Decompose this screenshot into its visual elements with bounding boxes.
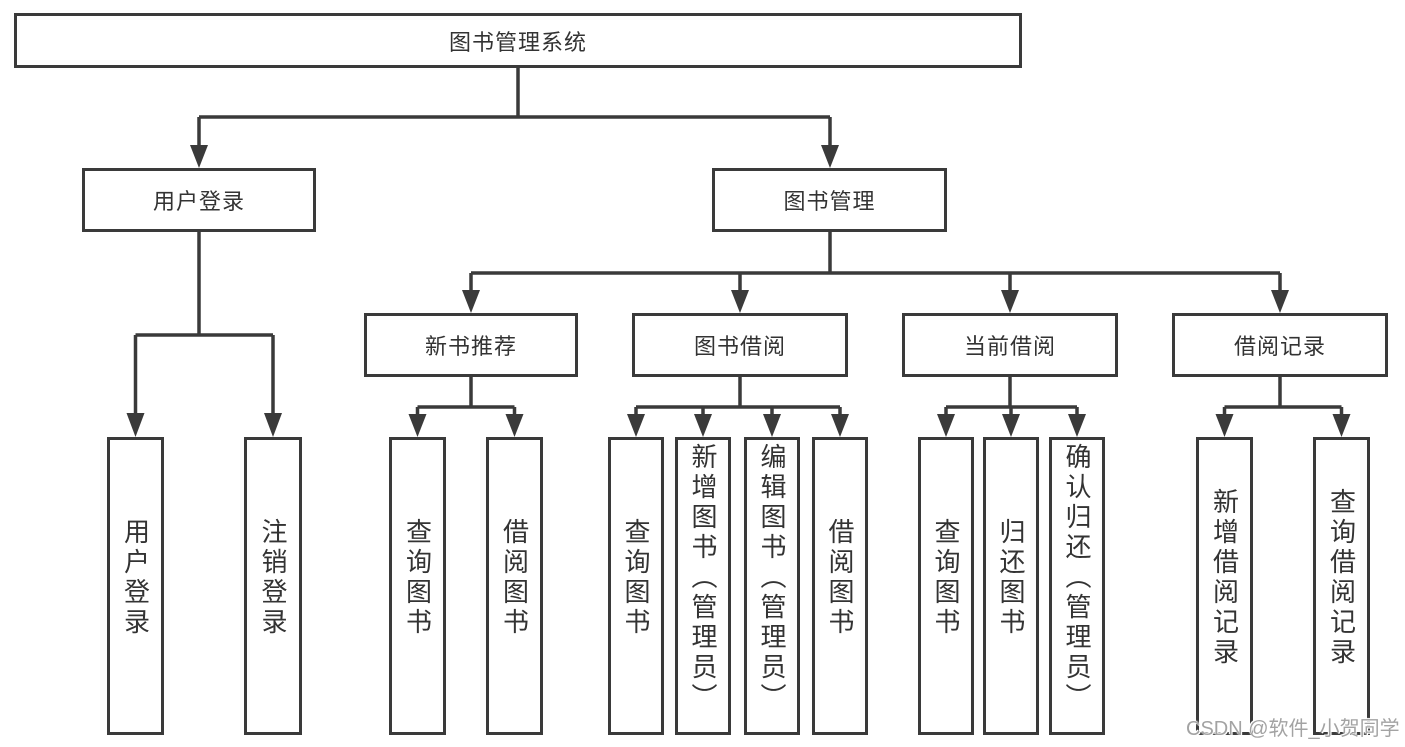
- node-root-label: 图书管理系统: [448, 29, 587, 55]
- connector-books-branch: [469, 232, 1282, 293]
- leaf-logout-label: 注销登录: [258, 518, 288, 638]
- leaf-user-login: 用户登录: [107, 437, 164, 735]
- leaf-return-books-label: 归还图书: [996, 518, 1026, 638]
- node-book-management: 图书管理: [712, 168, 947, 232]
- leaf-borrow-books-recommend: 借阅图书: [486, 437, 543, 735]
- leaf-borrow-books-recommend-label: 借阅图书: [499, 518, 530, 638]
- node-user-login-label: 用户登录: [152, 189, 245, 214]
- leaf-user-login-label: 用户登录: [120, 518, 151, 638]
- node-new-book-recommendation: 新书推荐: [364, 313, 578, 377]
- leaf-add-book-admin: 新增图书（管理员）: [675, 437, 731, 735]
- leaf-query-books-current: 查询图书: [918, 437, 974, 735]
- leaf-query-books-current-label: 查询图书: [931, 518, 961, 638]
- connector-group-records: [1222, 377, 1344, 417]
- node-root: 图书管理系统: [14, 13, 1022, 68]
- node-book-management-label: 图书管理: [783, 189, 876, 214]
- connector-group-borrowing: [634, 377, 842, 417]
- node-book-borrowing: 图书借阅: [632, 313, 848, 377]
- connector-user-branch: [133, 232, 275, 417]
- node-borrowing-records-label: 借阅记录: [1233, 334, 1326, 359]
- csdn-watermark: CSDN @软件_小贺同学: [1186, 718, 1400, 740]
- leaf-query-borrow-record: 查询借阅记录: [1313, 437, 1370, 735]
- leaf-logout: 注销登录: [244, 437, 302, 735]
- leaf-add-borrow-record-label: 新增借阅记录: [1209, 488, 1240, 668]
- node-current-borrowing-label: 当前借阅: [963, 334, 1056, 359]
- node-book-borrowing-label: 图书借阅: [693, 334, 786, 359]
- arrowheads: [126, 145, 1351, 437]
- leaf-edit-book-admin: 编辑图书（管理员）: [744, 437, 800, 735]
- leaf-query-books-borrowing-label: 查询图书: [621, 518, 651, 638]
- node-borrowing-records: 借阅记录: [1172, 313, 1388, 377]
- connector-root: [197, 68, 832, 148]
- connector-group-newbooks: [415, 377, 517, 417]
- leaf-return-books: 归还图书: [983, 437, 1039, 735]
- node-current-borrowing: 当前借阅: [902, 313, 1118, 377]
- leaf-borrow-books-borrowing-label: 借阅图书: [825, 518, 855, 638]
- leaf-borrow-books-borrowing: 借阅图书: [812, 437, 868, 735]
- node-user-login: 用户登录: [82, 168, 316, 232]
- leaf-query-books-borrowing: 查询图书: [608, 437, 664, 735]
- leaf-query-books-recommend-label: 查询图书: [402, 518, 433, 638]
- leaf-edit-book-admin-label: 编辑图书（管理员）: [757, 443, 787, 713]
- connector-group-current: [944, 377, 1079, 417]
- leaf-query-borrow-record-label: 查询借阅记录: [1326, 488, 1357, 668]
- leaf-confirm-return-admin-label: 确认归还（管理员）: [1062, 443, 1092, 713]
- node-new-book-recommendation-label: 新书推荐: [424, 334, 517, 359]
- leaf-add-book-admin-label: 新增图书（管理员）: [688, 443, 718, 713]
- leaf-add-borrow-record: 新增借阅记录: [1196, 437, 1253, 735]
- leaf-confirm-return-admin: 确认归还（管理员）: [1049, 437, 1105, 735]
- leaf-query-books-recommend: 查询图书: [389, 437, 446, 735]
